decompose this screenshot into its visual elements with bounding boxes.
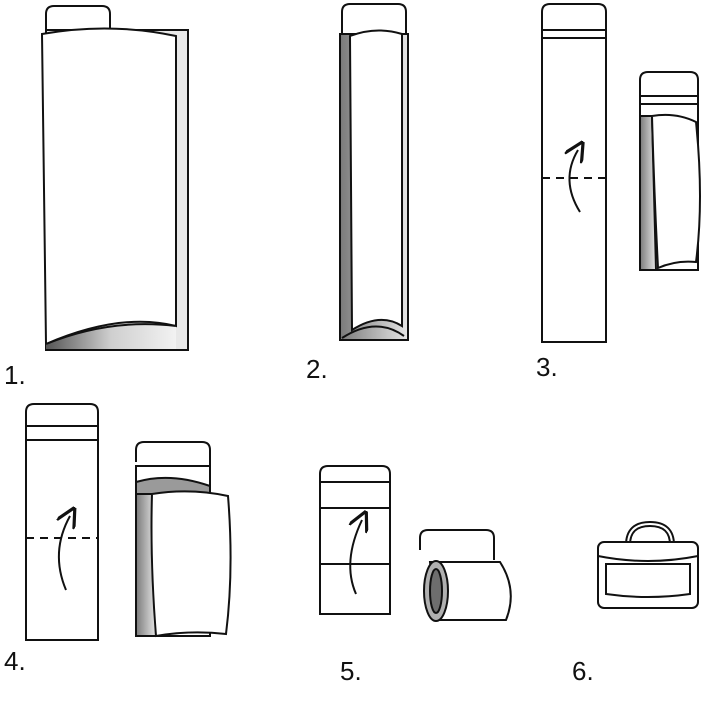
step-5-fold-arrow [350, 520, 362, 595]
step-5-label: 5. [340, 656, 362, 686]
step-1-tab [45, 5, 111, 30]
step-6-flap [605, 563, 691, 598]
step-6-figure [597, 520, 699, 609]
step-1-curl-shadow [46, 324, 176, 350]
step-4b-flap [150, 490, 232, 638]
step-5b-roll [428, 561, 512, 621]
step-3b-tab [639, 71, 699, 96]
step-4-tab [25, 403, 99, 426]
step-5b-tab [419, 529, 495, 560]
step-4-label: 4. [4, 646, 26, 676]
step-3-figure [541, 3, 701, 343]
step-3b-flap [650, 113, 701, 270]
step-3-fold-arrow [569, 150, 580, 213]
step-6-label: 6. [572, 656, 594, 686]
step-3b-shadow [639, 115, 658, 271]
step-1-label: 1. [4, 360, 26, 390]
step-2-tab [341, 3, 407, 34]
step-3-label: 3. [536, 352, 558, 382]
step-5-figure [319, 465, 512, 622]
step-1-front-sheet [40, 27, 177, 346]
step-1-figure [40, 5, 189, 351]
step-4-figure [25, 403, 232, 641]
step-3-strip [541, 29, 607, 343]
step-2-front-sheet [348, 29, 403, 332]
step-2-label: 2. [306, 354, 328, 384]
step-2-figure [339, 3, 409, 341]
step-4b-band [135, 476, 211, 495]
step-5-tab [319, 465, 391, 482]
step-3-tab [541, 3, 607, 30]
step-4-fold-arrow [59, 516, 70, 591]
